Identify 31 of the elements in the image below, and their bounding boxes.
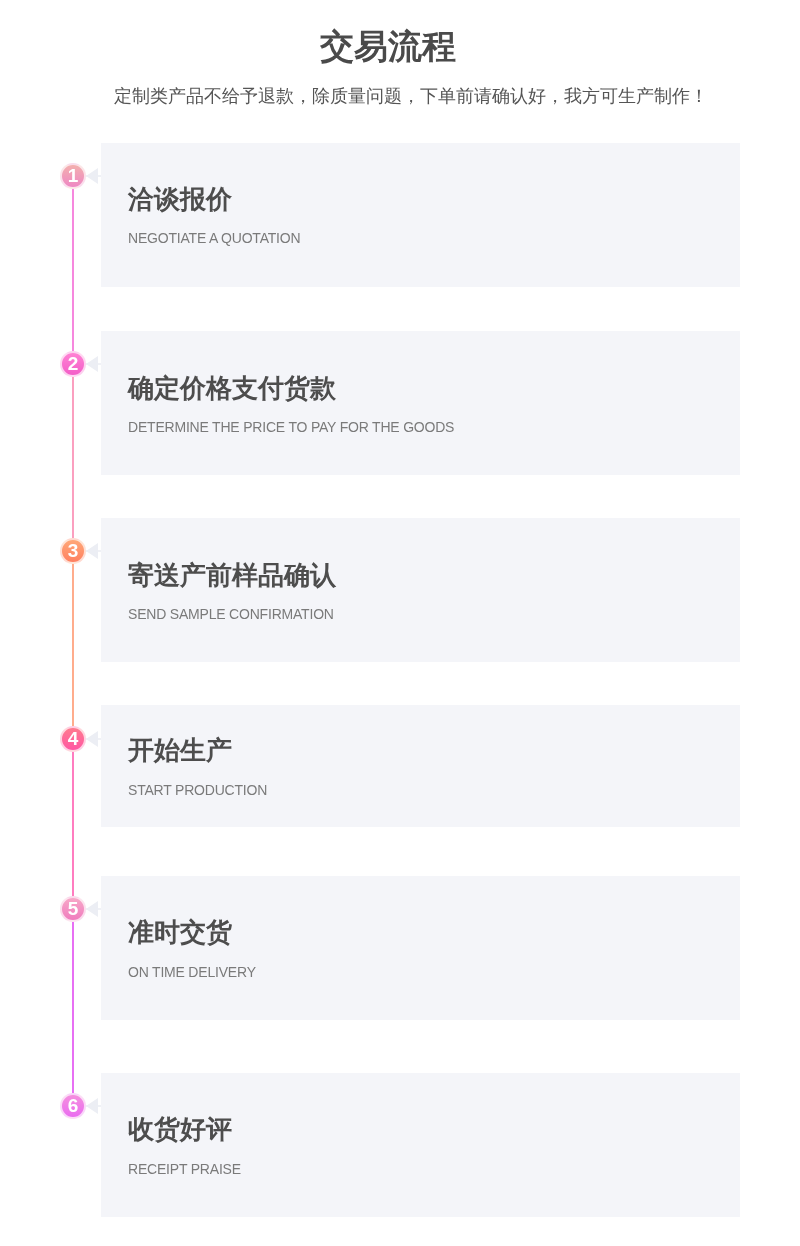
step-heading: 准时交货 [128, 917, 232, 947]
step-heading: 确定价格支付货款 [128, 373, 336, 403]
step-circle: 3 [60, 538, 86, 564]
connector-line [72, 563, 74, 727]
step-subtitle: DETERMINE THE PRICE TO PAY FOR THE GOODS [128, 418, 455, 436]
step-subtitle: SEND SAMPLE CONFIRMATION [128, 605, 334, 623]
step-subtitle: RECEIPT PRAISE [128, 1160, 241, 1178]
connector-line [72, 751, 74, 897]
pointer-arrow [85, 731, 102, 747]
step-circle: 1 [60, 163, 86, 189]
step-circle: 4 [60, 726, 86, 752]
step-circle: 6 [60, 1093, 86, 1119]
step-subtitle: START PRODUCTION [128, 781, 268, 799]
step-circle: 2 [60, 351, 86, 377]
step-heading: 寄送产前样品确认 [128, 560, 336, 590]
connector-line [72, 921, 74, 1094]
pointer-arrow [85, 168, 102, 184]
pointer-arrow [85, 356, 102, 372]
pointer-arrow [85, 1098, 102, 1114]
note-text: 定制类产品不给予退款，除质量问题，下单前请确认好，我方可生产制作！ [113, 85, 709, 108]
pointer-arrow [85, 901, 102, 917]
pointer-arrow [85, 543, 102, 559]
connector-line [72, 376, 74, 539]
step-subtitle: ON TIME DELIVERY [128, 963, 256, 981]
title: 交易流程 [319, 26, 457, 67]
step-heading: 开始生产 [128, 735, 232, 765]
step-heading: 洽谈报价 [128, 184, 232, 214]
step-heading: 收货好评 [128, 1114, 232, 1144]
step-circle: 5 [60, 896, 86, 922]
connector-line [72, 188, 74, 352]
step-subtitle: NEGOTIATE A QUOTATION [128, 229, 301, 247]
